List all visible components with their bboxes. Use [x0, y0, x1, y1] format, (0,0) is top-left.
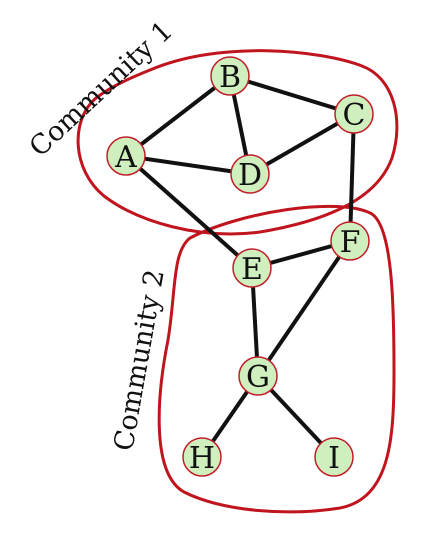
node-b-label: B [219, 60, 241, 95]
node-g-circle [238, 356, 278, 396]
node-e-circle [232, 248, 272, 288]
node-h: H [182, 437, 222, 477]
node-f: F [330, 221, 370, 261]
edge-a-e [124, 154, 254, 270]
node-h-circle [182, 437, 222, 477]
node-i-circle [314, 437, 354, 477]
node-b: B [210, 56, 250, 96]
node-i-label: I [328, 441, 340, 476]
node-f-circle [330, 221, 370, 261]
node-a-circle [106, 136, 146, 176]
node-d-label: D [238, 158, 262, 193]
edge-a-d [124, 154, 252, 176]
node-h-label: H [189, 441, 215, 476]
community-2-label: Community 2 [108, 267, 170, 453]
edge-f-g [256, 239, 352, 378]
edge-b-c [228, 74, 356, 116]
edge-c-d [248, 112, 356, 176]
node-f-label: F [340, 225, 361, 260]
node-e: E [232, 248, 272, 288]
node-c: C [334, 94, 374, 134]
nodes: A B C D E F G H [106, 56, 374, 477]
node-g: G [238, 356, 278, 396]
node-i: I [314, 437, 354, 477]
node-c-circle [334, 94, 374, 134]
edge-a-b [124, 74, 232, 158]
node-e-label: E [241, 252, 263, 287]
node-a: A [106, 136, 146, 176]
node-b-circle [210, 56, 250, 96]
edge-c-f [348, 112, 356, 243]
community-labels: Community 1 Community 2 [24, 15, 179, 453]
node-a-label: A [114, 140, 137, 175]
community-1-label: Community 1 [24, 15, 179, 163]
community-outlines [76, 49, 399, 514]
community-2-outline [157, 204, 396, 514]
node-g-label: G [246, 360, 270, 395]
community-1-outline [76, 49, 399, 236]
node-d: D [230, 154, 270, 194]
node-c-label: C [343, 98, 366, 133]
node-d-circle [230, 154, 270, 194]
